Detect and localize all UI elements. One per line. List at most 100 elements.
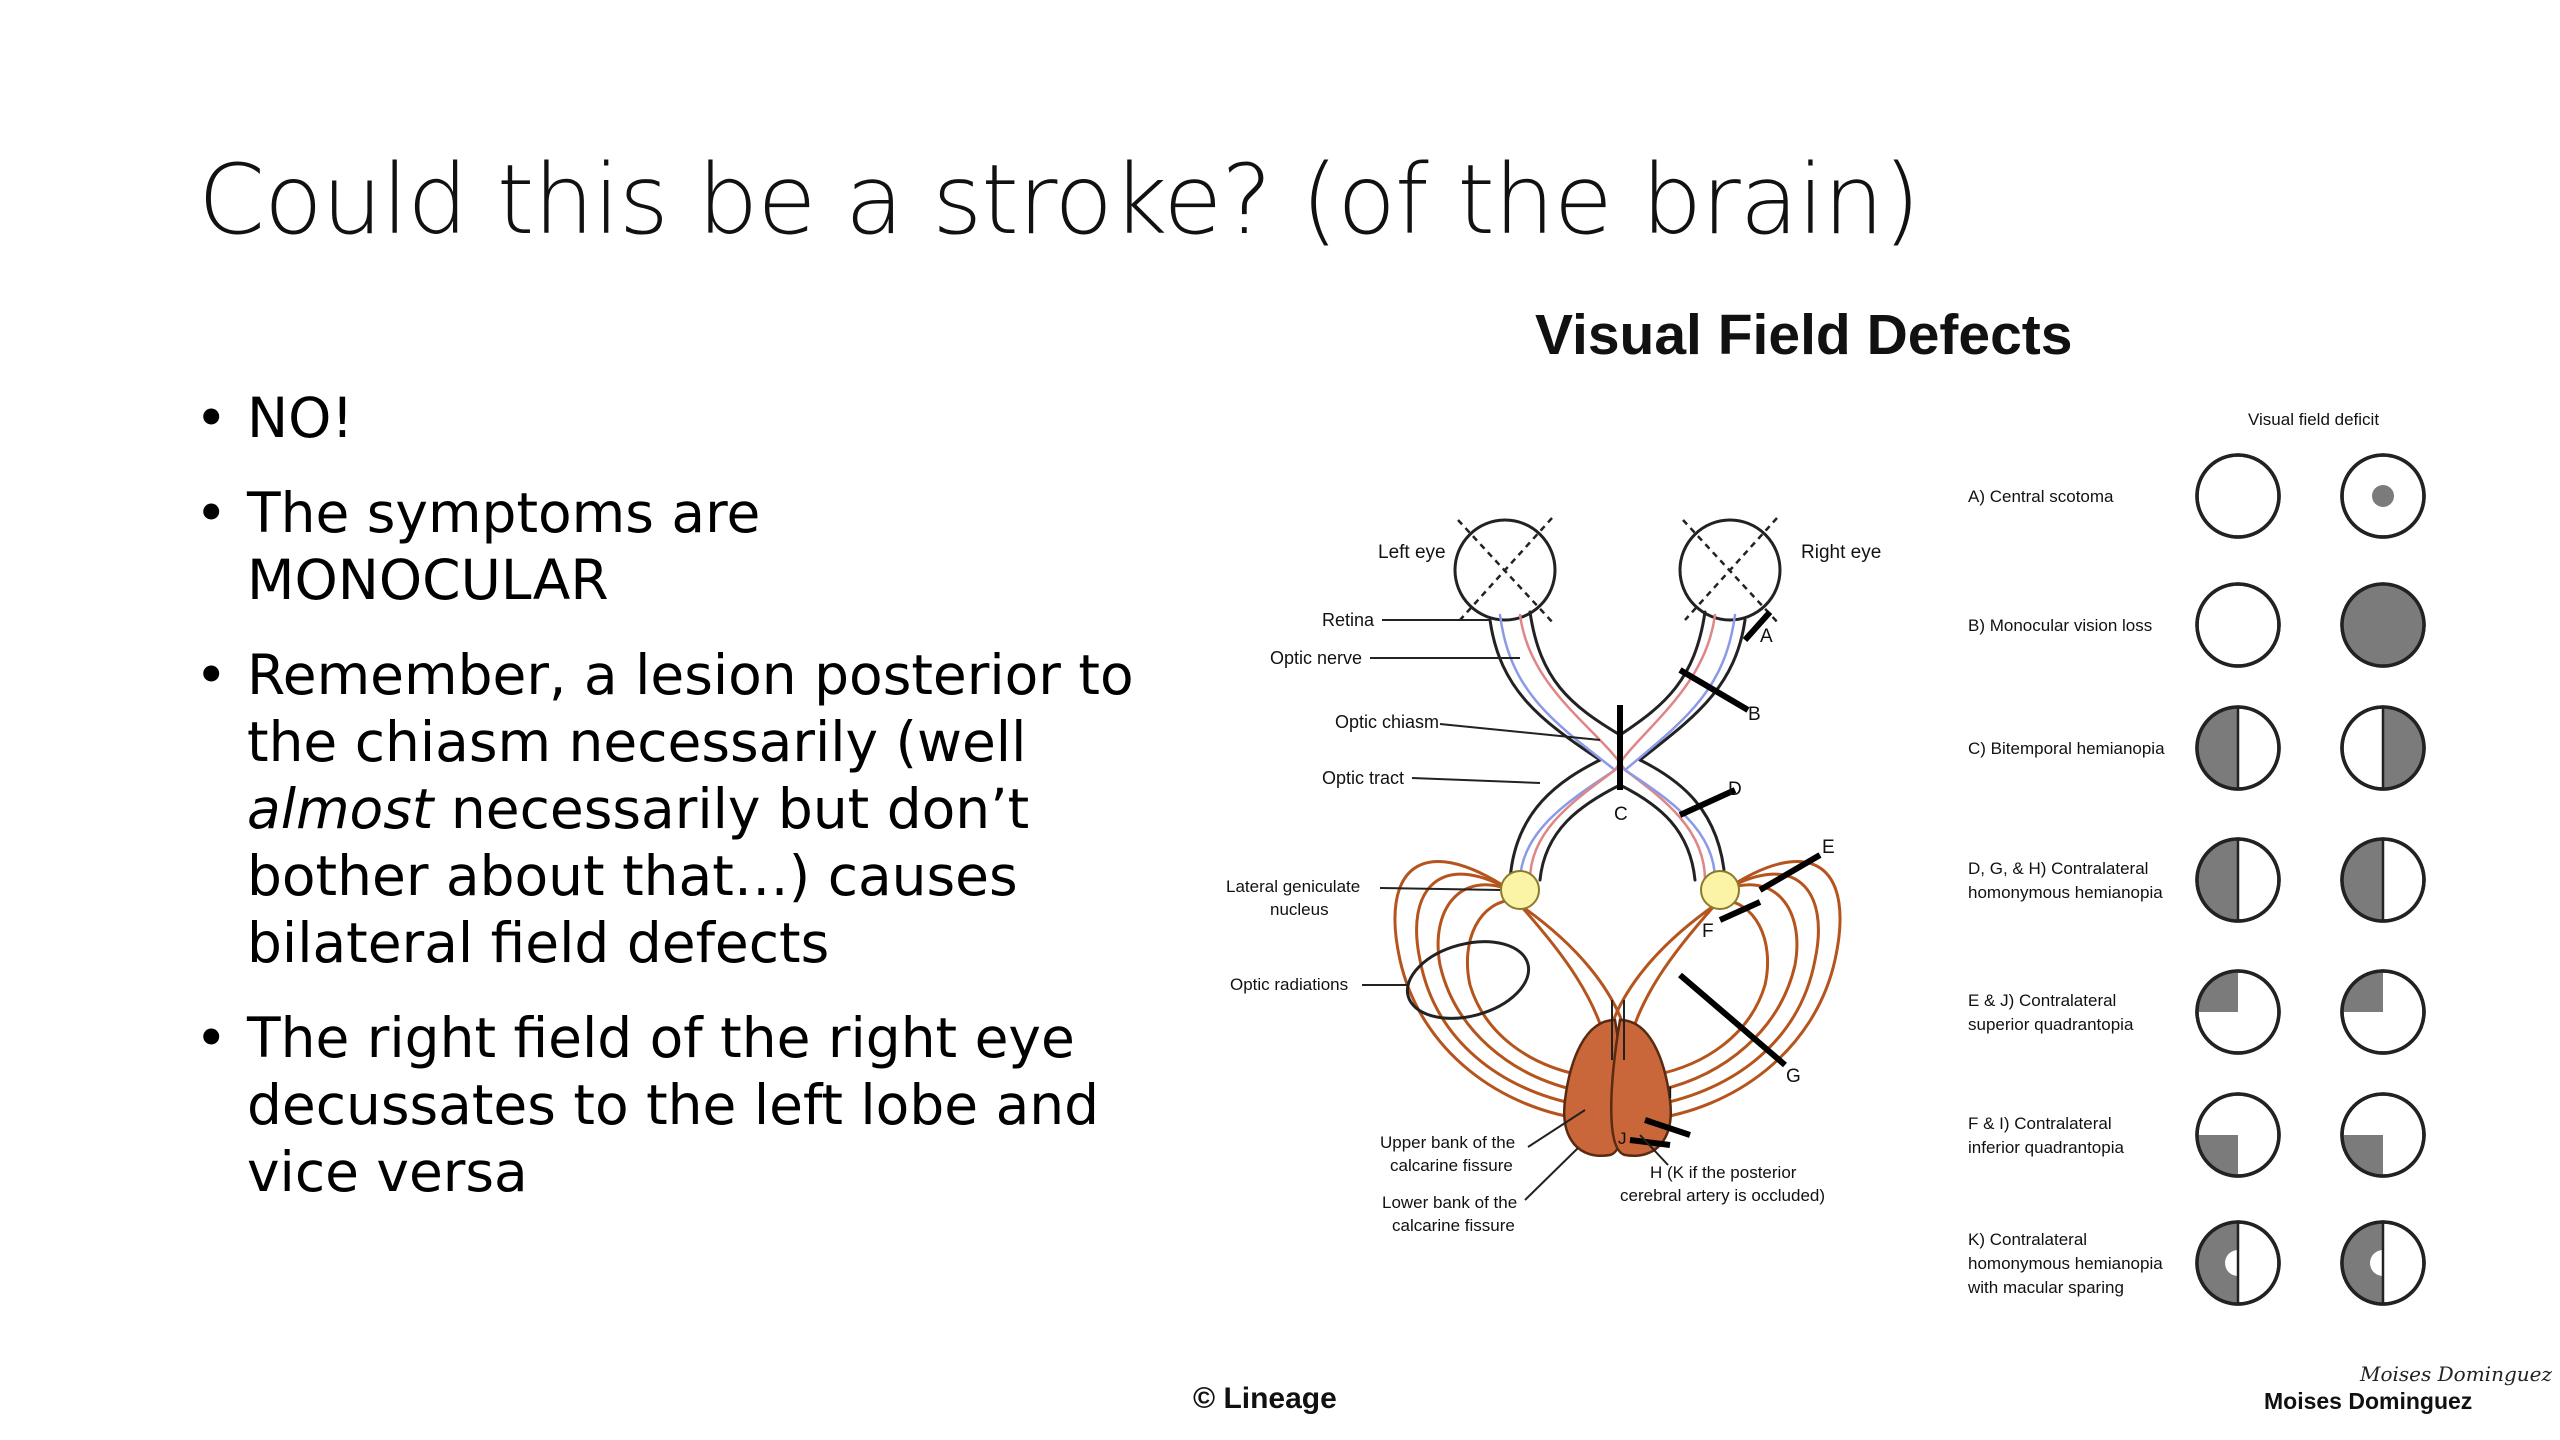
field-outline <box>2195 837 2281 923</box>
field-outline <box>2195 582 2281 668</box>
field-right-eye <box>2340 453 2426 539</box>
field-outline <box>2195 1092 2281 1178</box>
lesion-label-d: D <box>1728 779 1742 800</box>
optic-radiations <box>1393 860 1842 1122</box>
field-circle <box>2340 837 2426 923</box>
right-lgn <box>1700 870 1740 910</box>
field-left-eye <box>2195 1092 2281 1178</box>
field-left-eye <box>2195 969 2281 1055</box>
field-right-eye <box>2340 582 2426 668</box>
bullet-item: NO! <box>195 385 1155 452</box>
field-circle <box>2195 969 2281 1055</box>
right-eye <box>1678 517 1782 626</box>
field-outline <box>2340 1220 2426 1306</box>
field-outline <box>2340 1092 2426 1178</box>
field-circle <box>2195 453 2281 539</box>
field-circle <box>2340 582 2426 668</box>
field-loss <box>2383 707 2424 789</box>
figure-title: Visual Field Defects <box>1535 303 2073 367</box>
bullet-list: NO! The symptoms are MONOCULAR Remember,… <box>195 385 1155 1234</box>
bullet-text: The symptoms are <box>247 481 761 545</box>
field-circle <box>2340 969 2426 1055</box>
field-loss <box>2197 1222 2238 1304</box>
field-outline <box>2195 453 2281 539</box>
label-optic-radiations: Optic radiations <box>1230 975 1348 994</box>
field-loss <box>2342 1222 2383 1304</box>
field-circle <box>2340 1220 2426 1306</box>
field-left-eye <box>2195 582 2281 668</box>
field-loss <box>2197 1135 2238 1176</box>
field-outline <box>2195 969 2281 1055</box>
field-left-eye <box>2195 453 2281 539</box>
field-outline <box>2195 1220 2281 1306</box>
optic-pathway <box>1488 610 1747 882</box>
deficit-label: homonymous hemianopia <box>1968 883 2163 902</box>
label-lower-bank-line2: calcarine fissure <box>1392 1216 1515 1235</box>
field-loss <box>2197 971 2238 1012</box>
lesion-label-f: F <box>1702 921 1714 942</box>
macular-sparing <box>2370 1250 2396 1276</box>
deficit-label: A) Central scotoma <box>1968 487 2114 506</box>
lesion-label-a: A <box>1760 626 1773 647</box>
field-circle <box>2340 705 2426 791</box>
label-h-note-line1: H (K if the posterior <box>1650 1163 1797 1182</box>
deficit-label: with macular sparing <box>1967 1278 2124 1297</box>
label-optic-tract: Optic tract <box>1322 768 1404 788</box>
field-circle <box>2195 837 2281 923</box>
leader-lines <box>1362 619 1669 1201</box>
field-right-eye <box>2340 705 2426 791</box>
credit-author: Moises Dominguez <box>2264 1388 2473 1414</box>
field-circle <box>2195 582 2281 668</box>
field-outline <box>2340 969 2426 1055</box>
deficit-table: A) Central scotoma B) Monocular vision lo… <box>1967 453 2426 1306</box>
field-circle <box>2340 1092 2426 1178</box>
field-loss <box>2197 707 2238 789</box>
lesion-label-b: B <box>1748 704 1761 725</box>
bullet-item: The symptoms are MONOCULAR <box>195 480 1155 614</box>
field-loss <box>2197 839 2238 921</box>
left-eye <box>1453 517 1557 626</box>
label-left-eye: Left eye <box>1378 542 1446 563</box>
lesion-label-e: E <box>1822 837 1835 858</box>
field-circle <box>2340 453 2426 539</box>
occipital-cortex <box>1562 1000 1673 1158</box>
field-loss <box>2342 1135 2383 1176</box>
deficit-label: K) Contralateral <box>1968 1230 2087 1249</box>
field-outline <box>2340 837 2426 923</box>
bullet-text: The right field of the right eye decussa… <box>247 1006 1100 1204</box>
field-circle <box>2195 1092 2281 1178</box>
bullet-text: MONOCULAR <box>247 548 609 612</box>
field-left-eye <box>2195 837 2281 923</box>
field-loss <box>2342 971 2383 1012</box>
deficit-label: homonymous hemianopia <box>1968 1254 2163 1273</box>
field-outline <box>2195 705 2281 791</box>
lesion-markers <box>1617 610 1822 1148</box>
deficit-header: Visual field deficit <box>2248 410 2379 429</box>
label-lgn-line1: Lateral geniculate <box>1226 877 1360 896</box>
field-right-eye <box>2340 1220 2426 1306</box>
bullet-text: NO! <box>247 386 354 450</box>
deficit-label: inferior quadrantopia <box>1968 1138 2124 1157</box>
deficit-label: E & J) Contralateral <box>1968 991 2116 1010</box>
field-loss <box>2342 839 2383 921</box>
scotoma-mark <box>2372 485 2394 507</box>
deficit-label: F & I) Contralateral <box>1968 1114 2112 1133</box>
field-left-eye <box>2195 1220 2281 1306</box>
bullet-text: Remember, a lesion posterior to the chia… <box>247 643 1134 774</box>
lesion-label-g: G <box>1786 1066 1801 1087</box>
bullet-text: necessarily but don’t bother about that…… <box>247 777 1030 975</box>
label-optic-chiasm: Optic chiasm <box>1335 712 1439 732</box>
bullet-item: The right field of the right eye decussa… <box>195 1005 1155 1206</box>
lesion-label-j: J <box>1618 1129 1627 1148</box>
deficit-label: B) Monocular vision loss <box>1968 616 2152 635</box>
field-circle <box>2195 705 2281 791</box>
label-h-note-line2: cerebral artery is occluded) <box>1620 1186 1825 1205</box>
field-right-eye <box>2340 969 2426 1055</box>
label-right-eye: Right eye <box>1801 542 1881 563</box>
field-outline <box>2340 582 2426 668</box>
field-circle <box>2195 1220 2281 1306</box>
field-outline <box>2340 705 2426 791</box>
signature-graphic: Moises Dominguez <box>2360 1362 2553 1386</box>
label-lgn-line2: nucleus <box>1270 900 1329 919</box>
blind-field <box>2342 584 2424 666</box>
